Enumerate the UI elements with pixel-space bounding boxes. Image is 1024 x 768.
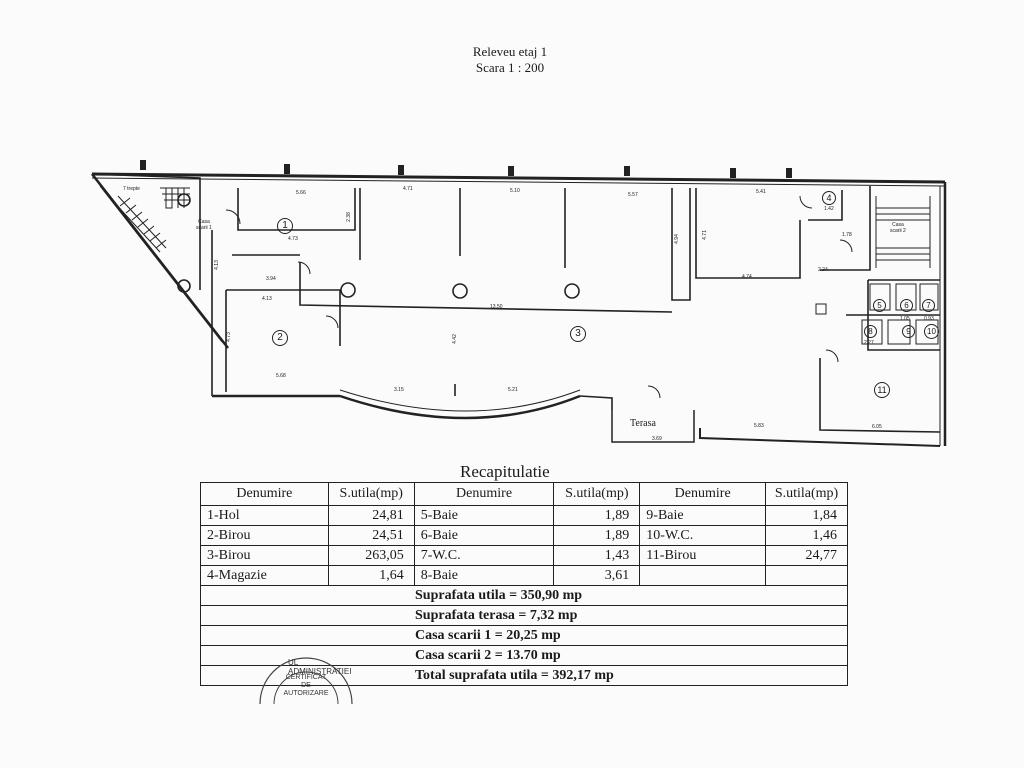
col-header: Denumire — [200, 482, 329, 506]
dim-label: 5.21 — [508, 387, 518, 393]
summary-row: Casa scarii 1 = 20,25 mp — [200, 625, 848, 646]
room-number-7: 7 — [922, 299, 935, 312]
cell: 1-Hol — [200, 505, 329, 526]
dim-label: 4.94 — [673, 234, 680, 244]
dim-label: 2.24 — [818, 267, 828, 273]
dim-label: 5.66 — [296, 190, 306, 196]
dim-label: 13.50 — [490, 304, 503, 310]
dim-label: 5.68 — [276, 373, 286, 379]
label-casa-scarii-2: Casa scarii 2 — [890, 222, 906, 234]
dim-label: 4.71 — [403, 186, 413, 192]
dim-label: 4.73 — [288, 236, 298, 242]
dim-label: 2.38 — [345, 212, 352, 222]
col-header: Denumire — [413, 482, 555, 506]
cell: 1,89 — [553, 505, 641, 526]
label-terasa: Terasa — [630, 418, 656, 429]
dim-label: 0.93 — [924, 316, 934, 322]
cell: 3,61 — [553, 565, 641, 586]
dim-label: 1.78 — [842, 232, 852, 238]
dim-label: 4.13 — [262, 296, 272, 302]
drawing-title-block: Releveu etaj 1 Scara 1 : 200 — [420, 44, 600, 76]
room-number-2: 2 — [272, 330, 288, 346]
col-header: S.utila(mp) — [327, 482, 415, 506]
cell: 6-Baie — [413, 525, 555, 546]
cell: 11-Birou — [639, 545, 767, 566]
col-header: S.utila(mp) — [765, 482, 848, 506]
dim-label: 4.73 — [225, 332, 232, 342]
dim-label: 3.94 — [266, 276, 276, 282]
dim-label: 4.74 — [742, 274, 752, 280]
cell: 5-Baie — [413, 505, 555, 526]
label-casa-scarii-1: Casa scarii 1 — [196, 219, 212, 231]
label-trepte: 7 trepte — [123, 186, 140, 192]
summary-staircase-1: Casa scarii 1 = 20,25 mp — [200, 625, 848, 646]
room-number-5: 5 — [873, 299, 886, 312]
stamp-seal-icon — [259, 657, 353, 705]
drawing-scale: Scara 1 : 200 — [475, 60, 545, 75]
dim-label: 1.05 — [900, 316, 910, 322]
col-header: Denumire — [639, 482, 767, 506]
cell: 1,43 — [553, 545, 641, 566]
dim-label: 5.57 — [628, 192, 638, 198]
room-number-9: 9 — [902, 325, 915, 338]
cell: 8-Baie — [413, 565, 555, 586]
cell: 7-W.C. — [413, 545, 555, 566]
certification-stamp: UL ADMINISTRATIEI CERTIFICAT DE AUTORIZA… — [256, 656, 356, 711]
room-number-1: 1 — [277, 218, 293, 234]
room-number-8: 8 — [864, 325, 877, 338]
dim-label: 5.41 — [756, 189, 766, 195]
cell: 3-Birou — [200, 545, 329, 566]
stamp-center: CERTIFICAT DE AUTORIZARE — [283, 674, 329, 697]
recap-header-row: Denumire S.utila(mp) Denumire S.utila(mp… — [200, 482, 848, 506]
summary-row: Total suprafata utila = 392,17 mp — [200, 665, 848, 686]
dim-label: 1.42 — [824, 206, 834, 212]
recap-table: Denumire S.utila(mp) Denumire S.utila(mp… — [200, 482, 848, 686]
table-row: 4-Magazie 1,64 8-Baie 3,61 — [200, 565, 848, 586]
col-header: S.utila(mp) — [553, 482, 641, 506]
summary-useful-area: Suprafata utila = 350,90 mp — [200, 585, 848, 606]
dim-label: 3.69 — [652, 436, 662, 442]
cell: 4-Magazie — [200, 565, 329, 586]
stamp-ring-text: UL ADMINISTRATIEI — [288, 658, 352, 676]
cell: 1,84 — [765, 505, 848, 526]
dim-label: 4.71 — [701, 230, 708, 240]
cell: 2-Birou — [200, 525, 329, 546]
dim-label: 4.13 — [213, 260, 220, 270]
summary-row: Suprafata utila = 350,90 mp — [200, 585, 848, 606]
cell: 1,64 — [327, 565, 415, 586]
dim-label: 5.10 — [510, 188, 520, 194]
room-number-11: 11 — [874, 382, 890, 398]
summary-row: Suprafata terasa = 7,32 mp — [200, 605, 848, 626]
drawing-title: Releveu etaj 1 — [472, 44, 548, 59]
room-number-4: 4 — [822, 191, 836, 205]
cell: 24,77 — [765, 545, 848, 566]
cell: 1,46 — [765, 525, 848, 546]
table-row: 1-Hol 24,81 5-Baie 1,89 9-Baie 1,84 — [200, 505, 848, 526]
cell: 263,05 — [327, 545, 415, 566]
summary-terrace-area: Suprafata terasa = 7,32 mp — [200, 605, 848, 626]
dim-label: 2.27 — [864, 340, 874, 346]
cell: 10-W.C. — [639, 525, 767, 546]
cell: 1,89 — [553, 525, 641, 546]
dim-label: 6.05 — [872, 424, 882, 430]
dim-label: 5.83 — [754, 423, 764, 429]
room-number-10: 10 — [924, 324, 939, 339]
cell: 9-Baie — [639, 505, 767, 526]
table-row: 3-Birou 263,05 7-W.C. 1,43 11-Birou 24,7… — [200, 545, 848, 566]
cell — [639, 565, 767, 586]
room-number-3: 3 — [570, 326, 586, 342]
cell: 24,81 — [327, 505, 415, 526]
cell — [765, 565, 848, 586]
room-number-6: 6 — [900, 299, 913, 312]
dim-label: 3.15 — [394, 387, 404, 393]
table-row: 2-Birou 24,51 6-Baie 1,89 10-W.C. 1,46 — [200, 525, 848, 546]
recap-title: Recapitulatie — [460, 462, 550, 481]
cell: 24,51 — [327, 525, 415, 546]
summary-total-area: Total suprafata utila = 392,17 mp — [200, 665, 848, 686]
dim-label: 4.42 — [451, 334, 458, 344]
